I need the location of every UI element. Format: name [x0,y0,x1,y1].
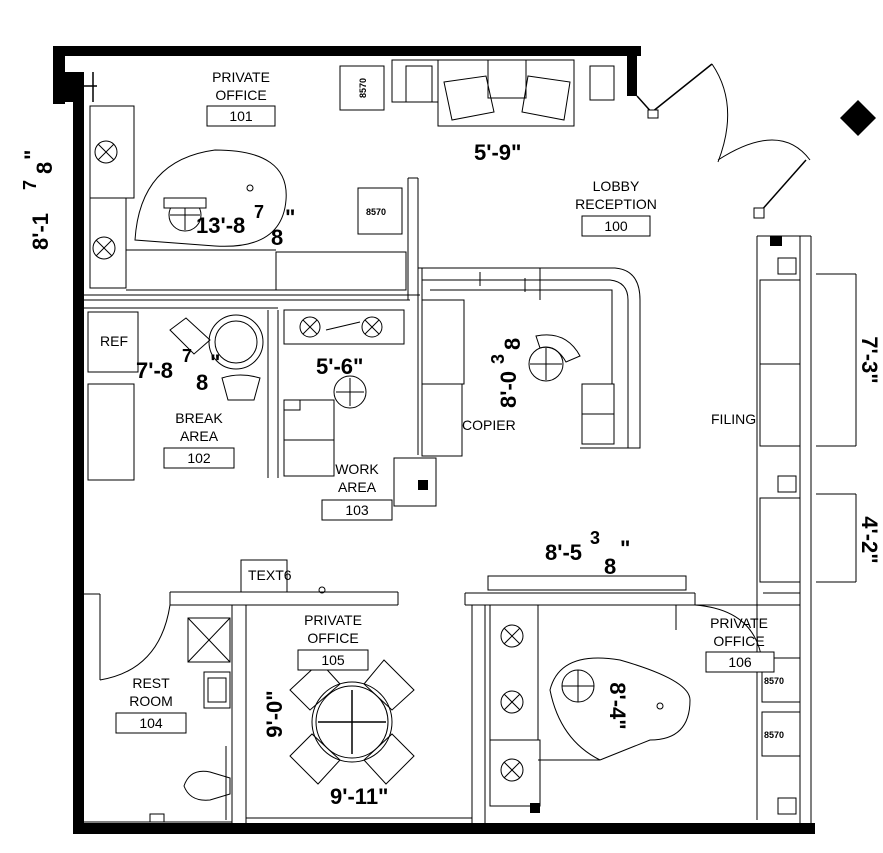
svg-text:": " [285,205,295,230]
text6-tag: TEXT6 [240,559,326,594]
room-105-label: PRIVATE OFFICE 105 [297,612,369,671]
svg-text:BREAK: BREAK [175,410,223,426]
north-arrow-icon [840,100,876,136]
svg-text:PRIVATE: PRIVATE [212,69,270,85]
svg-text:ROOM: ROOM [129,693,173,709]
svg-text:100: 100 [604,218,628,234]
svg-text:8: 8 [500,338,525,350]
restroom-fixtures [149,617,231,823]
chair-tag: 8570 [764,730,784,740]
svg-text:8: 8 [196,370,208,395]
svg-text:105: 105 [321,652,345,668]
svg-text:OFFICE: OFFICE [215,87,266,103]
chair-tag: 8570 [764,676,784,686]
svg-text:": " [210,350,220,375]
exterior-walls [53,46,815,834]
svg-text:103: 103 [345,502,369,518]
filing-cabinets [759,257,857,815]
break-area-furniture [87,311,264,481]
svg-text:8'-1: 8'-1 [28,213,53,250]
svg-text:OFFICE: OFFICE [713,633,764,649]
dimension-13-8-7-8: 13'-8 7 8 " [196,202,295,250]
svg-text:AREA: AREA [338,479,377,495]
svg-text:3: 3 [488,354,508,364]
chair-tag: 8570 [358,78,368,98]
dimension-7-3: 7'-3" [857,336,882,383]
svg-text:13'-8: 13'-8 [196,213,245,238]
room-101-label: PRIVATE OFFICE 101 [206,69,276,127]
svg-text:101: 101 [229,108,253,124]
dimension-7-8-7-8: 7'-8 7 8 " [136,346,220,395]
dimension-9-0: 9'-0" [262,690,287,737]
dimension-8-1-7-8: 8'-1 7 8 " [20,150,57,250]
svg-text:104: 104 [139,715,163,731]
office-101-furniture [89,59,615,291]
office-106-counter [487,575,687,630]
chair-tag: 8570 [366,207,386,217]
interior-walls [84,177,800,823]
svg-text:7: 7 [20,180,40,190]
svg-text:": " [20,150,45,160]
svg-text:": " [620,536,630,561]
svg-text:7'-8: 7'-8 [136,358,173,383]
entry-door [636,63,876,246]
svg-text:LOBBY: LOBBY [593,178,640,194]
svg-text:8'-0: 8'-0 [496,371,521,408]
svg-text:8: 8 [32,162,57,174]
svg-text:AREA: AREA [180,428,219,444]
svg-text:RECEPTION: RECEPTION [575,196,657,212]
dimension-8-4: 8'-4" [605,682,630,729]
svg-text:7: 7 [254,202,264,222]
svg-text:OFFICE: OFFICE [307,630,358,646]
dimension-4-2: 4'-2" [857,516,882,563]
svg-text:106: 106 [728,654,752,670]
svg-text:8: 8 [271,225,283,250]
dimension-8-0-3-8: 8'-0 3 8 [488,338,525,408]
svg-text:PRIVATE: PRIVATE [710,615,768,631]
svg-text:8'-5: 8'-5 [545,540,582,565]
svg-text:WORK: WORK [335,461,379,477]
text6-label: TEXT6 [248,567,292,583]
room-103-label: WORK AREA 103 [321,461,393,521]
copier-label: COPIER [462,417,516,433]
reception-counter [418,267,641,457]
work-area-furniture [283,309,437,507]
ref-label: REF [100,333,128,349]
svg-text:102: 102 [187,450,211,466]
svg-text:8: 8 [604,554,616,579]
svg-text:REST: REST [132,675,170,691]
dimension-5-9: 5'-9" [474,140,521,165]
room-104-label: REST ROOM 104 [115,675,187,734]
dimension-5-6: 5'-6" [316,354,363,379]
room-102-label: BREAK AREA 102 [163,410,235,469]
office-105-furniture [289,659,415,785]
room-100-label: LOBBY RECEPTION 100 [575,178,657,237]
dimension-9-11: 9'-11" [330,784,388,809]
room-106-label: PRIVATE OFFICE 106 [705,615,775,673]
dimension-8-5-3-8: 8'-5 3 8 " [545,528,630,579]
svg-text:PRIVATE: PRIVATE [304,612,362,628]
svg-text:7: 7 [182,346,192,366]
svg-text:3: 3 [590,528,600,548]
filing-label: FILING [711,411,756,427]
